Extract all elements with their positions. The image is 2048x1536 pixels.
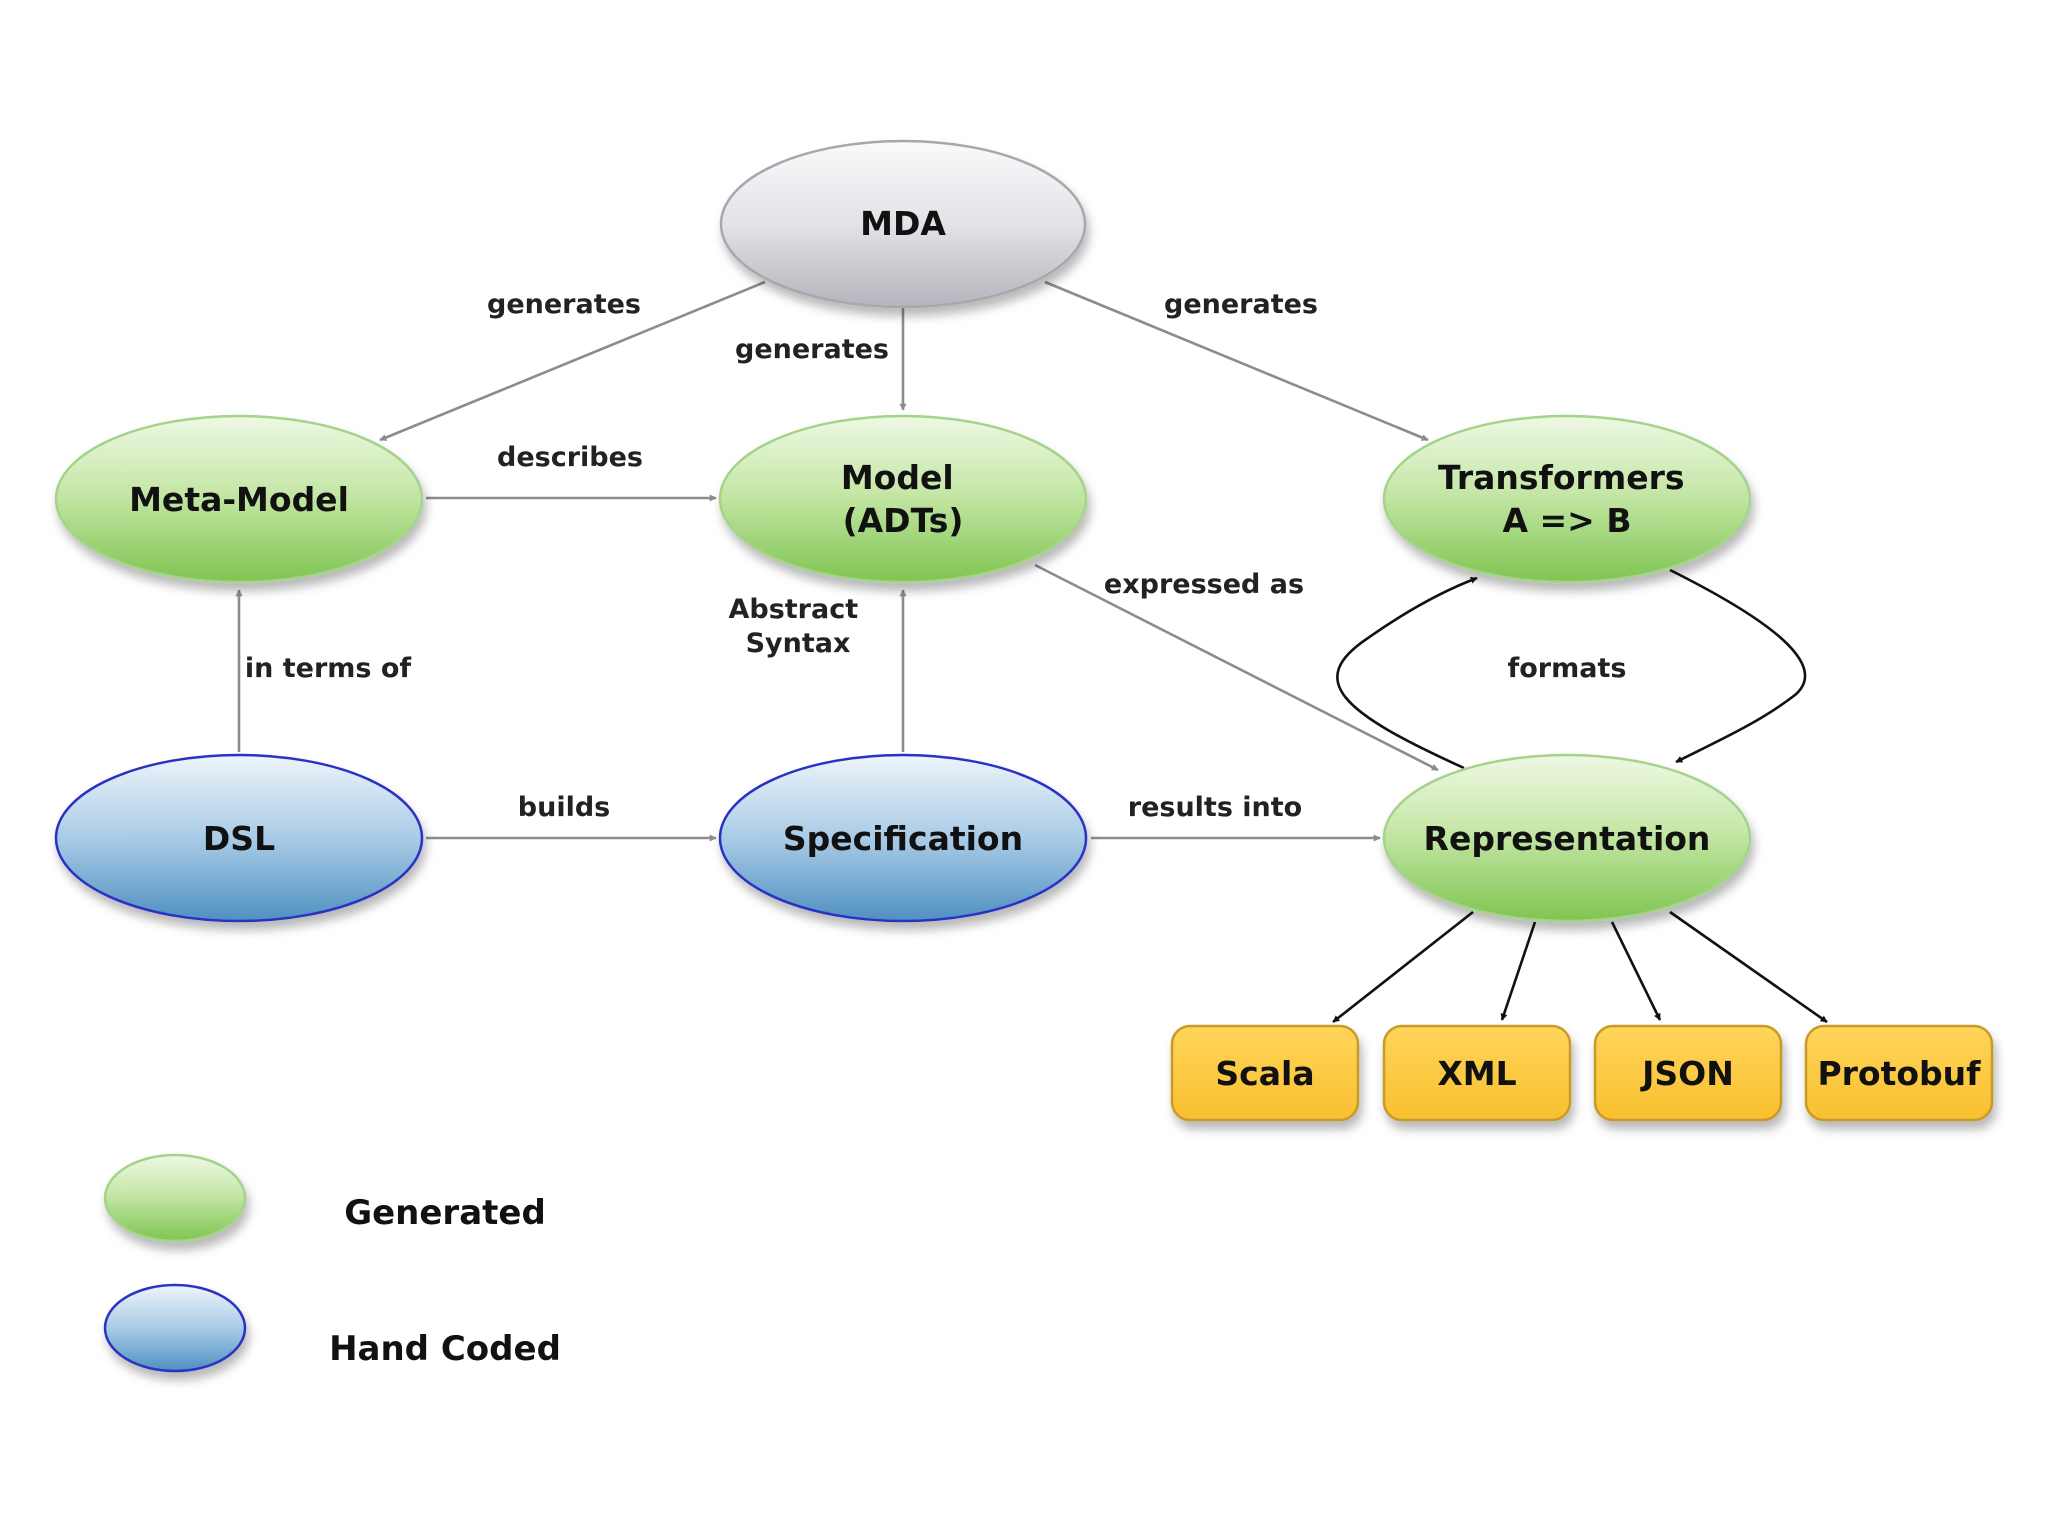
node-transformers-label: Transformers A => B [1438, 458, 1696, 540]
edge-model-to-representation [1034, 563, 1439, 772]
node-representation-shape [1382, 753, 1752, 923]
label-abstract-syntax: Abstract Syntax [728, 594, 867, 659]
node-representation-label: Representation [1424, 819, 1711, 858]
node-model-line1: Model [841, 458, 954, 497]
edge-mda-to-transformers [1044, 280, 1429, 442]
node-scala-shape [1170, 1024, 1360, 1122]
node-specification-shape [718, 753, 1088, 923]
node-mda: MDA [719, 139, 1087, 309]
node-scala-label: Scala [1215, 1054, 1314, 1093]
label-expressed-as: expressed as [1104, 569, 1304, 600]
label-mda-meta-generates: generates [487, 289, 641, 320]
legend-generated: Generated [103, 1153, 546, 1243]
label-builds: builds [518, 792, 610, 823]
node-meta-model-label: Meta-Model [129, 480, 349, 519]
legend-hand-coded: Hand Coded [103, 1283, 561, 1373]
legend-generated-label: Generated [344, 1193, 546, 1233]
node-meta-model-shape [54, 414, 424, 584]
node-xml-label: XML [1437, 1054, 1516, 1093]
edge-representation-to-json [1610, 921, 1662, 1021]
node-model-line2: (ADTs) [843, 501, 964, 540]
node-transformers: Transformers A => B [1382, 414, 1752, 584]
node-xml-shape [1382, 1024, 1572, 1122]
node-xml: XML [1382, 1024, 1572, 1122]
edge-representation-to-transformers [1336, 576, 1478, 770]
legend: Generated Hand Coded [103, 1153, 561, 1373]
node-dsl-shape [54, 753, 424, 923]
edge-labels: generates generates generates describes … [245, 289, 1627, 823]
legend-hand-coded-label: Hand Coded [329, 1329, 561, 1369]
node-json: JSON [1593, 1024, 1783, 1122]
label-results-into: results into [1128, 792, 1303, 823]
label-abstract: Abstract [728, 594, 858, 625]
node-model-label: Model (ADTs) [841, 458, 965, 540]
edge-representation-to-xml [1500, 921, 1537, 1021]
node-model-shape [718, 414, 1088, 584]
node-transformers-line1: Transformers [1438, 458, 1685, 497]
label-describes: describes [497, 442, 643, 473]
node-protobuf-label: Protobuf [1817, 1054, 1981, 1093]
label-in-terms-of: in terms of [245, 653, 412, 684]
node-transformers-line2: A => B [1503, 501, 1632, 540]
label-syntax: Syntax [746, 628, 851, 659]
edge-mda-to-meta-model [379, 280, 766, 442]
edges [235, 280, 1828, 1024]
node-meta-model: Meta-Model [54, 414, 424, 584]
node-protobuf: Protobuf [1804, 1024, 1994, 1122]
nodes: MDA Meta-Model Model (ADTs) Transformers… [54, 139, 1994, 1122]
legend-generated-swatch [103, 1153, 247, 1243]
node-scala: Scala [1170, 1024, 1360, 1122]
label-mda-transformers-generates: generates [1164, 289, 1318, 320]
node-json-label: JSON [1640, 1054, 1734, 1093]
legend-hand-coded-swatch [103, 1283, 247, 1373]
edge-representation-to-scala [1332, 910, 1474, 1024]
edge-transformers-to-representation [1669, 568, 1807, 764]
node-mda-label: MDA [860, 204, 946, 243]
node-transformers-shape [1382, 414, 1752, 584]
node-dsl-label: DSL [203, 819, 275, 858]
node-model: Model (ADTs) [718, 414, 1088, 584]
label-mda-model-generates: generates [735, 334, 889, 365]
node-representation: Representation [1382, 753, 1752, 923]
edge-representation-to-protobuf [1669, 910, 1828, 1024]
node-dsl: DSL [54, 753, 424, 923]
node-protobuf-shape [1804, 1024, 1994, 1122]
node-specification-label: Specification [783, 819, 1023, 858]
node-json-shape [1593, 1024, 1783, 1122]
node-specification: Specification [718, 753, 1088, 923]
node-mda-shape [719, 139, 1087, 309]
label-formats: formats [1508, 653, 1627, 684]
